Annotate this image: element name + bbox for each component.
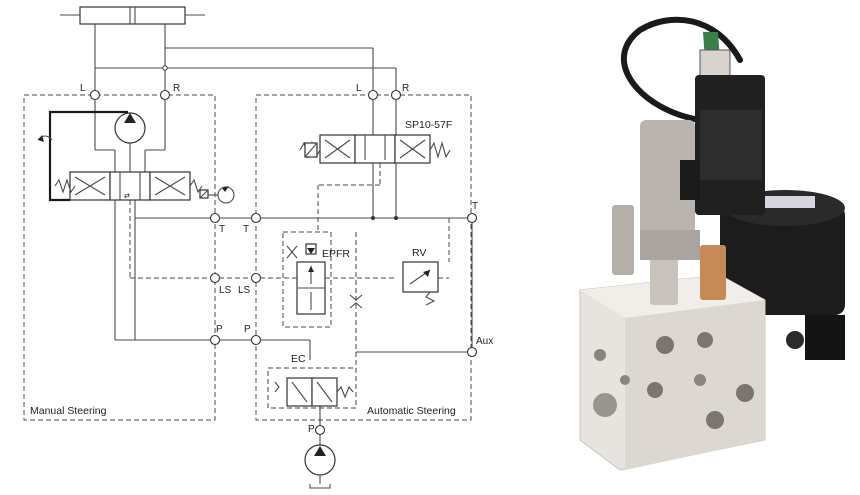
label-auto-L: L — [356, 83, 362, 94]
epfr-valve: EPFR — [282, 231, 350, 328]
port-node-auto-L — [367, 89, 379, 101]
label-aux: Aux — [476, 336, 493, 347]
label-auto-T-right: T — [472, 201, 478, 212]
manual-directional-valve: ⇄ — [54, 171, 235, 204]
label-manual-LS: LS — [219, 285, 232, 296]
steering-cylinder — [60, 6, 205, 95]
solenoid-coil — [680, 75, 765, 215]
port-node-auto-R — [390, 89, 402, 101]
automatic-steering-boundary — [255, 94, 472, 421]
label-manual-P: P — [216, 324, 223, 335]
ec-compensator: EC — [267, 353, 357, 409]
port-node-manual-R — [159, 89, 171, 101]
port-node-auto-T-left — [250, 212, 262, 224]
label-epfr: EPFR — [322, 248, 350, 260]
manual-steering-boundary — [23, 94, 216, 421]
label-manual-T: T — [219, 224, 225, 235]
port-node-manual-L — [89, 89, 101, 101]
label-sp10-57f: SP10-57F — [405, 119, 452, 131]
label-auto-P: P — [244, 324, 251, 335]
label-auto-R: R — [402, 83, 409, 94]
label-pump-P: P — [308, 424, 315, 435]
feedback-line — [48, 110, 128, 202]
steering-unit-motor — [94, 100, 166, 172]
label-manual-L: L — [80, 83, 86, 94]
label-auto-T-left: T — [243, 224, 249, 235]
label-rv: RV — [412, 247, 426, 259]
port-node-auto-P — [250, 334, 262, 346]
port-node-aux — [466, 346, 478, 358]
sp10-57f-valve: SP10-57F — [299, 100, 452, 164]
label-ec: EC — [291, 353, 306, 365]
label-manual-R: R — [173, 83, 180, 94]
port-node-manual-P — [209, 334, 221, 346]
label-manual-steering: Manual Steering — [30, 405, 107, 417]
port-node-manual-LS — [209, 272, 221, 284]
hydraulic-schematic: L R L R — [23, 6, 493, 489]
label-automatic-steering: Automatic Steering — [367, 405, 456, 417]
port-node-auto-T-right — [466, 212, 478, 224]
hydraulic-pump: P — [304, 406, 336, 489]
label-auto-LS: LS — [238, 285, 251, 296]
cartridges — [612, 120, 726, 305]
product-photo — [579, 16, 845, 471]
port-node-auto-LS — [250, 272, 262, 284]
svg-text:⇄: ⇄ — [124, 193, 130, 200]
pump-housing — [720, 190, 845, 360]
relief-valve: RV — [402, 218, 450, 306]
valve-block — [579, 274, 766, 471]
port-node-manual-T — [209, 212, 221, 224]
